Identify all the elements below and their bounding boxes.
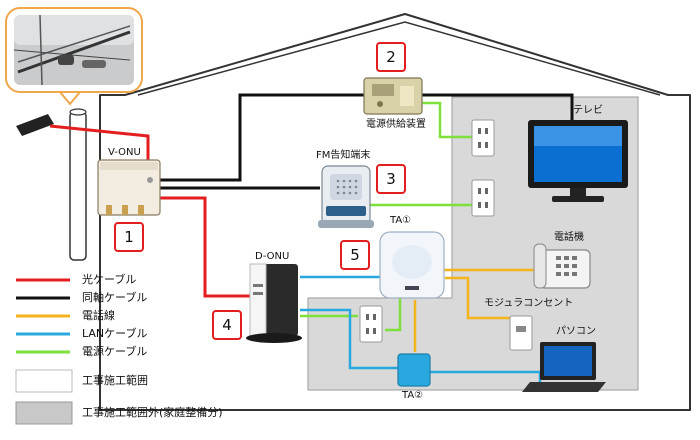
number-box-1: 1: [114, 222, 144, 252]
vonu-device: [97, 159, 161, 216]
fiber-cable-donu: [158, 196, 250, 298]
coax-cable-power: [158, 93, 370, 182]
outlet-power-1: [471, 119, 495, 157]
phone-cable-ta1-modular: [445, 276, 510, 320]
legend-label-fiber: 光ケーブル: [82, 273, 137, 286]
pc-device: [522, 342, 606, 392]
label-vonu: V-ONU: [108, 147, 141, 158]
roof-line: [137, 21, 661, 96]
number-box-2: 2: [376, 42, 406, 72]
label-power-supply: 電源供給装置: [366, 119, 426, 130]
modular-outlet: [509, 315, 533, 351]
coax-cable-tv: [420, 93, 574, 120]
legend-swatch-white: [15, 369, 73, 393]
number-box-4: 4: [212, 310, 242, 340]
outlet-power-3: [359, 305, 383, 343]
number-box-3: 3: [376, 164, 406, 194]
legend-label-lan: LANケーブル: [82, 327, 148, 340]
power-cable-ta1: [385, 296, 402, 332]
label-pc: パソコン: [556, 326, 596, 337]
lan-cable-donu-ta2: [300, 308, 398, 370]
phone-device: [533, 243, 591, 289]
legend-label-coax: 同軸ケーブル: [82, 291, 148, 304]
fiber-cable-pole: [49, 124, 150, 170]
legend-label-area-gray: 工事施工範囲外(家庭整備分): [82, 406, 223, 419]
number-box-5: 5: [340, 240, 370, 270]
power-cable-supply: [420, 101, 480, 139]
ta2-device: [397, 353, 431, 387]
label-ta2: TA②: [402, 390, 424, 401]
fm-terminal-device: [318, 165, 374, 228]
legend-label-phone: 電話線: [82, 309, 115, 322]
label-donu: D-ONU: [255, 251, 290, 262]
label-fm: FM告知端末: [316, 150, 371, 161]
label-phone: 電話機: [554, 232, 584, 243]
outlet-power-2: [471, 179, 495, 217]
label-tv: テレビ: [573, 105, 603, 116]
legend-label-power: 電源ケーブル: [82, 345, 148, 358]
inset-photo: [5, 7, 143, 106]
legend-lines: [16, 278, 70, 354]
legend-label-area-white: 工事施工範囲: [82, 374, 148, 387]
donu-device: [246, 263, 302, 343]
utility-pole: [16, 108, 87, 261]
label-ta1: TA①: [390, 215, 412, 226]
tv-device: [528, 120, 628, 202]
label-modular: モジュラコンセント: [484, 298, 574, 309]
power-supply-device: [363, 77, 423, 115]
ta1-device: [379, 231, 445, 299]
legend-swatch-gray: [15, 401, 73, 425]
